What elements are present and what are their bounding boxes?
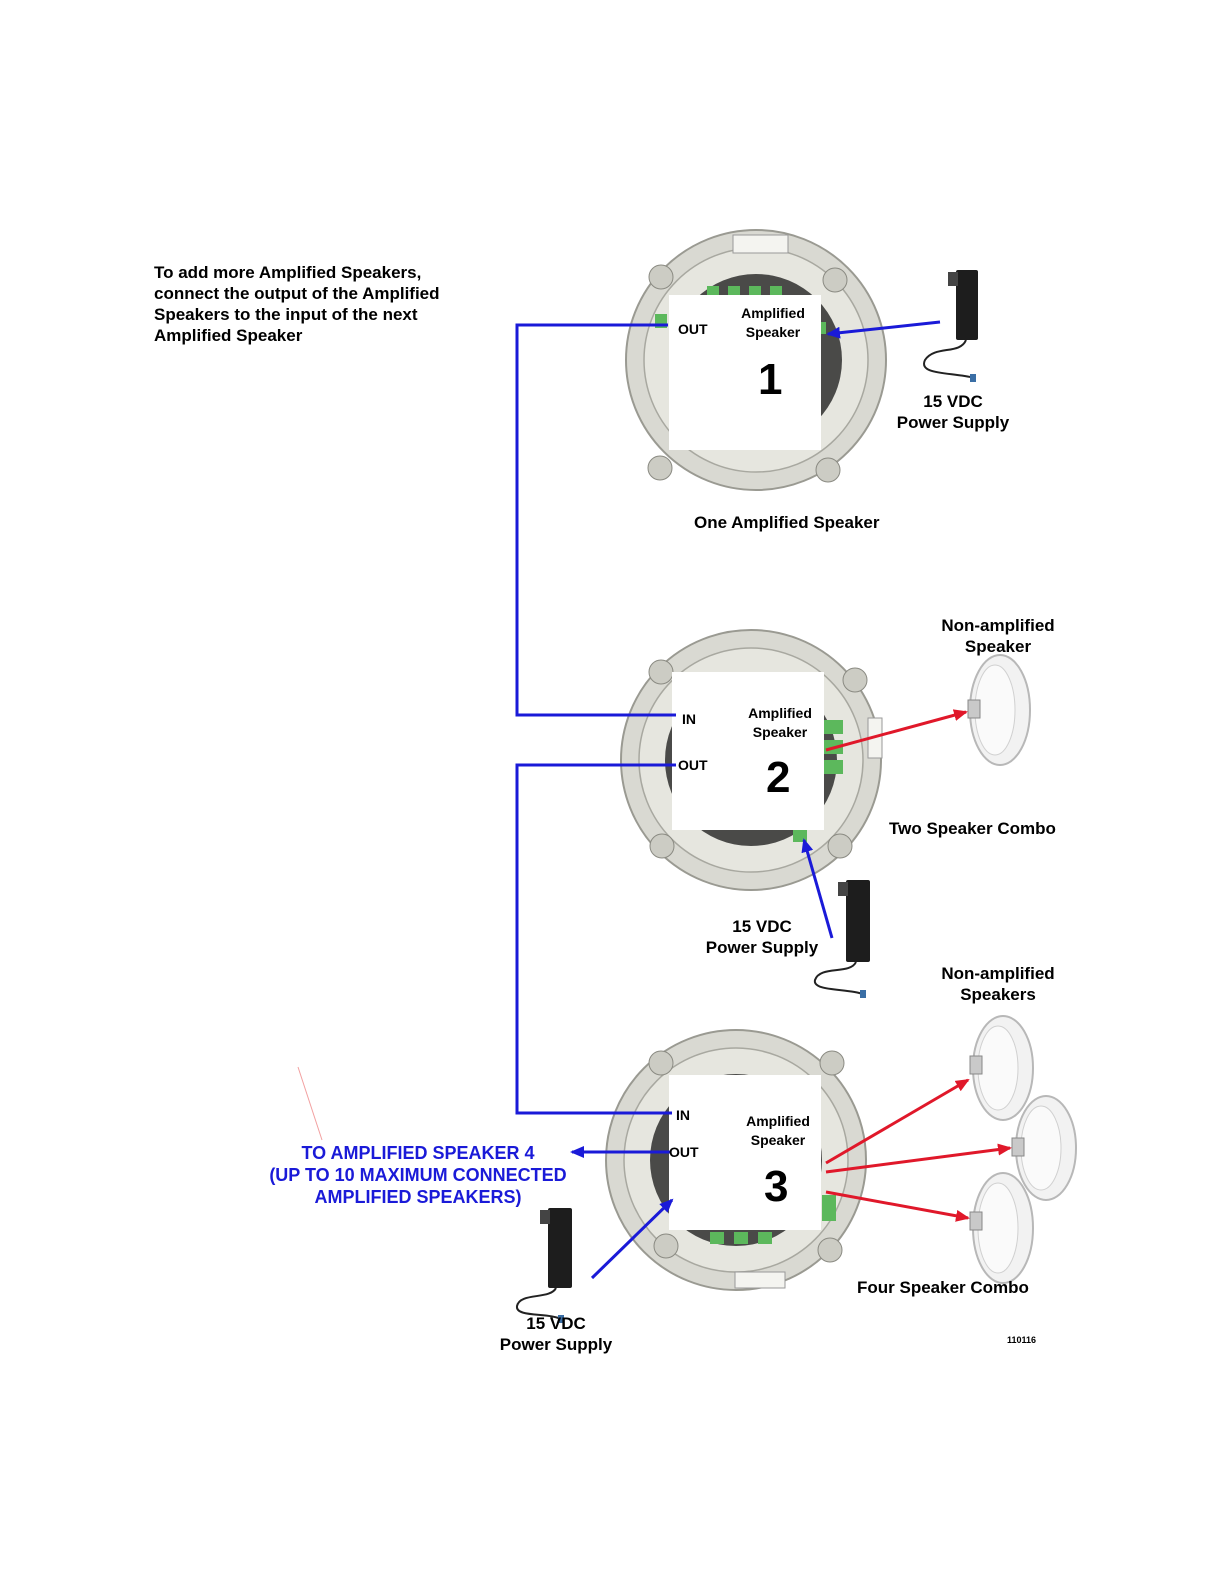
speaker-3-in-label: IN [676, 1107, 690, 1123]
instruction-line-2: connect the output of the Amplified [154, 284, 440, 303]
speaker-1-caption: One Amplified Speaker [694, 513, 880, 532]
non-amplified-speaker-b [969, 1015, 1034, 1121]
power-supply-3-label: 15 VDC Power Supply [486, 1313, 626, 1355]
power-arrow-3 [590, 1198, 674, 1280]
instruction-text: To add more Amplified Speakers, connect … [154, 262, 440, 346]
non-amplified-speaker-c [1011, 1095, 1077, 1201]
speaker-2-number: 2 [766, 753, 791, 802]
power-arrow-2 [801, 838, 834, 939]
non-amplified-speaker-line-2: Speaker [964, 637, 1032, 656]
power-supply-2-label: 15 VDC Power Supply [692, 916, 832, 958]
next-speaker-note-line-3: AMPLIFIED SPEAKERS) [314, 1187, 522, 1207]
power-supply-3-line-1: 15 VDC [526, 1314, 586, 1333]
power-supply-3-line-2: Power Supply [499, 1335, 613, 1354]
speaker-1-out-label: OUT [678, 321, 708, 337]
figure-id: 110116 [1007, 1335, 1037, 1345]
speaker-1-number: 1 [758, 355, 783, 404]
power-supply-1-line-2: Power Supply [896, 413, 1010, 432]
speaker-arrow-3b [825, 1143, 1012, 1174]
speaker-2-caption: Two Speaker Combo [889, 819, 1056, 838]
non-amplified-speakers-label: Non-amplified Speakers [928, 963, 1068, 1005]
speaker-3-card [669, 1075, 821, 1230]
instruction-line-4: Amplified Speaker [154, 326, 303, 345]
speaker-2-in-label: IN [682, 711, 696, 727]
non-amplified-speakers-line-2: Speakers [960, 985, 1036, 1004]
speaker-arrow-2a [825, 709, 968, 752]
speaker-1-name-line-1: Amplified [741, 305, 805, 321]
non-amplified-speaker-label: Non-amplified Speaker [928, 615, 1068, 657]
wire-out2-to-in3 [515, 763, 676, 1115]
non-amplified-speaker-d [969, 1172, 1034, 1284]
speaker-3-name: Amplified Speaker [738, 1112, 818, 1150]
power-supply-1-label: 15 VDC Power Supply [883, 391, 1023, 433]
power-supply-1 [923, 270, 978, 382]
non-amplified-speaker-line-1: Non-amplified [941, 616, 1055, 635]
speaker-2-name-line-1: Amplified [748, 705, 812, 721]
speaker-1-name: Amplified Speaker [733, 304, 813, 342]
power-supply-2 [813, 880, 870, 998]
non-amplified-speaker-a [967, 654, 1031, 766]
instruction-line-1: To add more Amplified Speakers, [154, 263, 422, 282]
speaker-3-out-label: OUT [669, 1144, 699, 1160]
next-speaker-note-line-1: TO AMPLIFIED SPEAKER 4 [301, 1143, 535, 1163]
stray-mark [297, 1066, 323, 1141]
speaker-3-name-line-1: Amplified [746, 1113, 810, 1129]
wire-out1-to-in2 [515, 323, 676, 717]
power-supply-1-line-1: 15 VDC [923, 392, 983, 411]
speaker-1-name-line-2: Speaker [745, 324, 801, 340]
power-supply-3 [516, 1208, 572, 1323]
speaker-3-caption: Four Speaker Combo [857, 1278, 1029, 1297]
speaker-2-out-label: OUT [678, 757, 708, 773]
speaker-2-name: Amplified Speaker [740, 704, 820, 742]
next-speaker-note-line-2: (UP TO 10 MAXIMUM CONNECTED [269, 1165, 567, 1185]
instruction-line-3: Speakers to the input of the next [154, 305, 418, 324]
power-arrow-1 [826, 320, 941, 339]
speaker-arrow-3c [825, 1190, 970, 1222]
speaker-3-number: 3 [764, 1162, 789, 1211]
speaker-2-card [672, 672, 824, 830]
speaker-2-name-line-2: Speaker [752, 724, 808, 740]
speaker-arrow-3a [825, 1078, 970, 1165]
power-supply-2-line-1: 15 VDC [732, 917, 792, 936]
power-supply-2-line-2: Power Supply [705, 938, 819, 957]
speaker-1-card [669, 295, 821, 450]
non-amplified-speakers-line-1: Non-amplified [941, 964, 1055, 983]
next-speaker-note: TO AMPLIFIED SPEAKER 4 (UP TO 10 MAXIMUM… [236, 1142, 600, 1208]
speaker-3-name-line-2: Speaker [750, 1132, 806, 1148]
